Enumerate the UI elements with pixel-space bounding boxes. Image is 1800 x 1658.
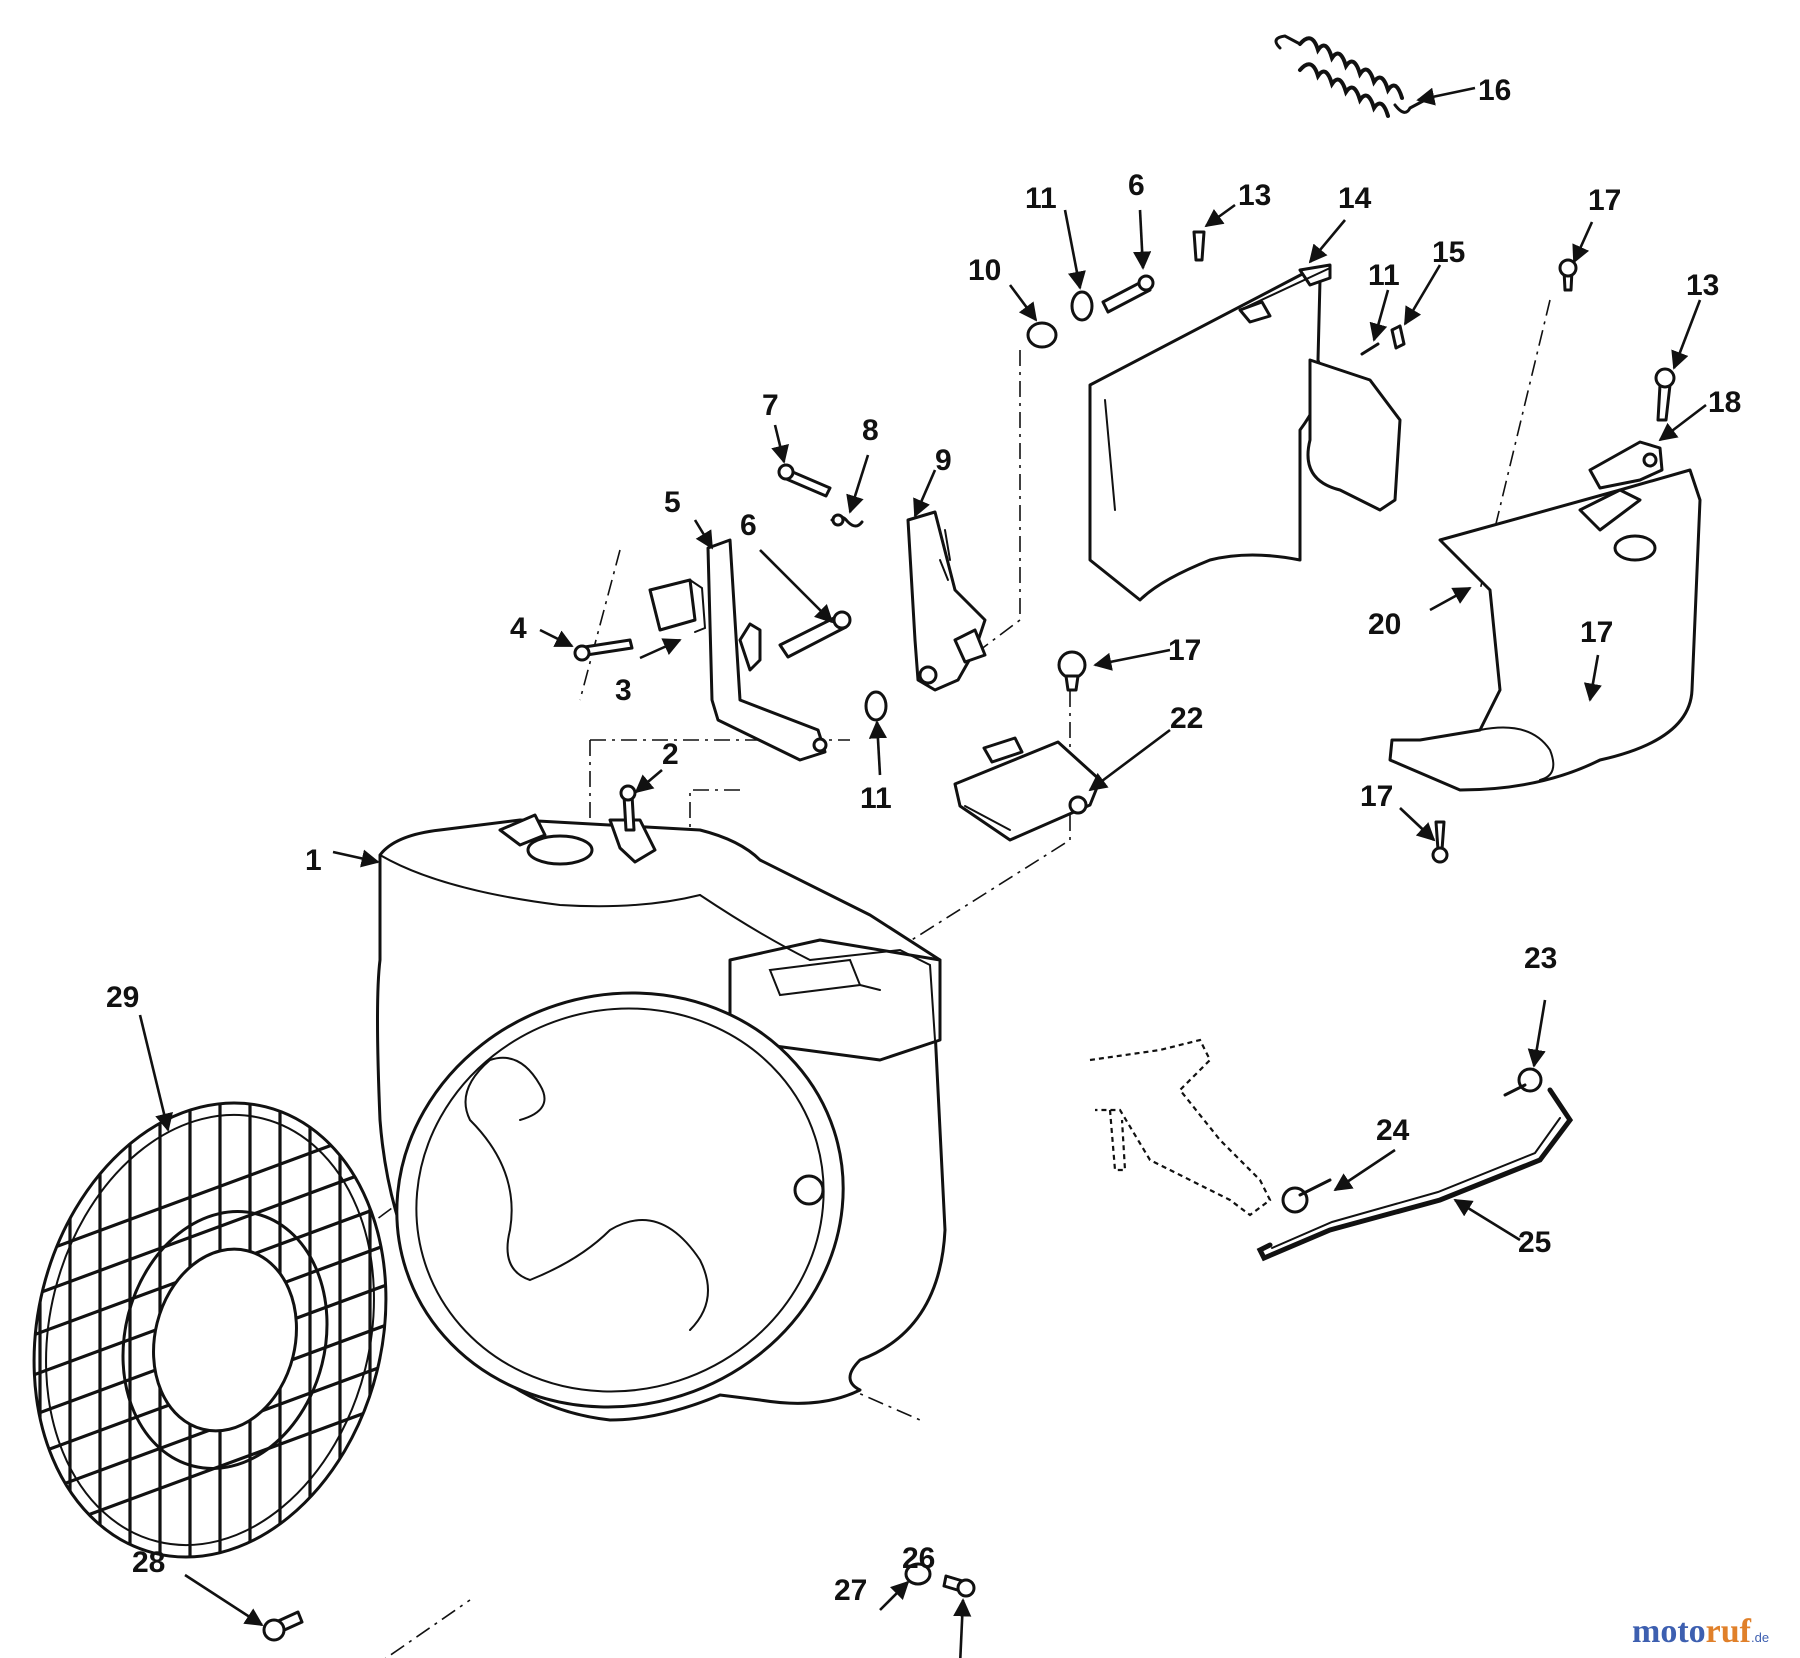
watermark-part-2: ruf [1706,1613,1752,1650]
callout-22: 22 [1170,702,1203,735]
callout-17-upper: 17 [1588,184,1621,217]
callout-6-upper: 6 [1128,169,1145,202]
brackets [648,538,828,762]
callout-17-lower: 17 [1360,780,1393,813]
callout-26: 26 [902,1542,935,1575]
callout-6-left: 6 [740,509,757,542]
svg-text:motoruf.de: motoruf.de [1632,1613,1769,1650]
callout-27: 27 [834,1574,867,1607]
callout-9: 9 [935,444,952,477]
callout-28: 28 [132,1546,165,1579]
callout-15: 15 [1432,236,1465,269]
watermark-part-1: moto [1632,1613,1706,1650]
link-rod [1256,1067,1574,1262]
ignition-module [953,736,1102,842]
callout-18: 18 [1708,386,1741,419]
callout-14: 14 [1338,182,1372,215]
callout-25: 25 [1518,1226,1551,1259]
blower-housing [376,813,947,1422]
callout-11-upper: 11 [1025,182,1057,215]
linkage-plate [906,510,987,692]
shroud-top [1088,263,1402,602]
callout-1: 1 [305,844,322,877]
phantom-lever [1089,1038,1272,1217]
grill-screen [18,1098,402,1562]
callout-7: 7 [762,389,779,422]
callout-2: 2 [662,738,679,771]
callout-11-clip: 11 [1368,259,1400,292]
callout-4: 4 [510,612,527,645]
callout-23: 23 [1524,942,1557,975]
callout-labels: 1 2 3 4 5 6 6 7 8 9 10 11 11 11 13 13 14… [106,74,1741,1607]
callout-3: 3 [615,674,632,707]
callout-29: 29 [106,981,139,1014]
callout-17-inner: 17 [1580,616,1613,649]
callout-17-mid: 17 [1168,634,1201,667]
callout-11-lower: 11 [860,782,892,815]
callout-8: 8 [862,414,879,447]
callout-5: 5 [664,486,681,519]
callout-24: 24 [1376,1114,1410,1147]
watermark-logo: motoruf.de [1632,1613,1769,1650]
callout-13-upper: 13 [1238,179,1271,212]
fasteners [262,230,1676,1642]
leader-lines [138,86,1707,1658]
callout-10: 10 [968,254,1001,287]
callout-13-right: 13 [1686,269,1719,302]
spring [1274,34,1427,118]
shroud-side [1388,440,1702,792]
callout-20: 20 [1368,608,1401,641]
callout-16: 16 [1478,74,1511,107]
watermark-suffix: .de [1751,1630,1769,1645]
